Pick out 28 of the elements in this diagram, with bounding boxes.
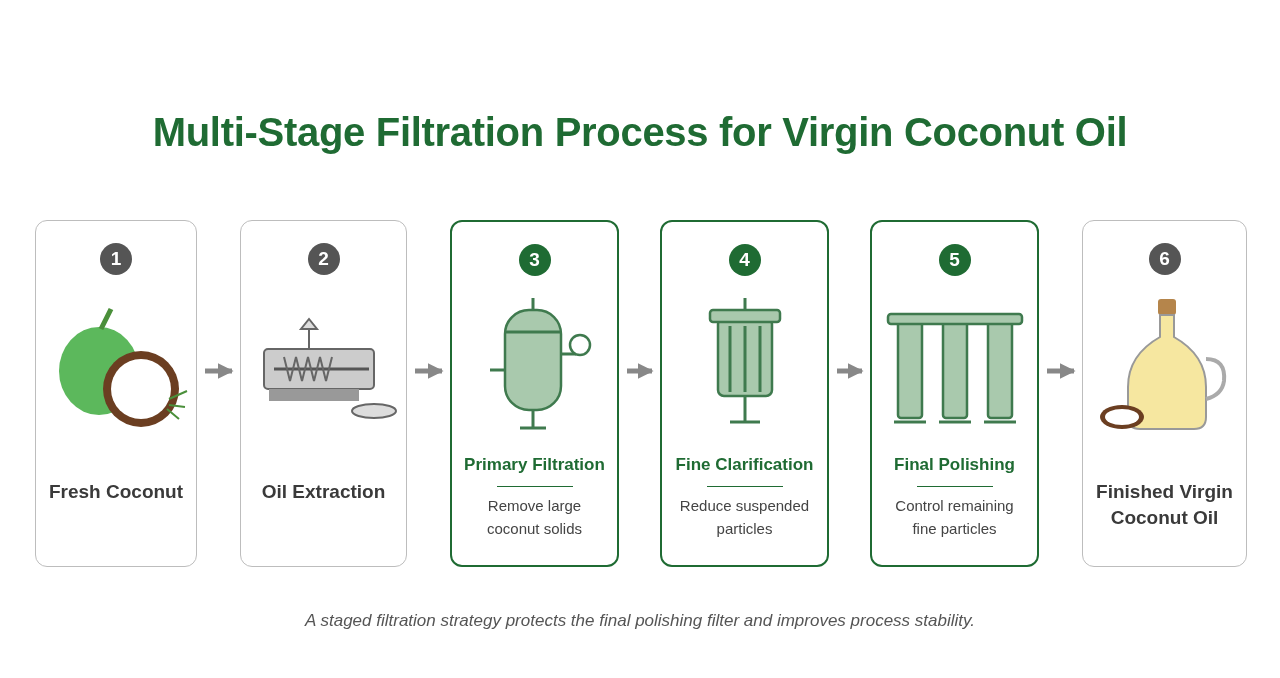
step-number: 5 [938,244,971,276]
arrow [1047,363,1076,379]
step-number: 6 [1148,243,1181,275]
step-card [450,220,619,567]
step-number: 4 [728,244,761,276]
arrow [627,363,654,379]
step-title: Final Polishing [893,454,1016,476]
step-card [240,220,407,567]
step-card [660,220,829,567]
step-description: Reduce suspended particles [678,496,811,539]
arrow [415,363,444,379]
step-title: Fine Clarification [674,454,815,476]
step-card [870,220,1039,567]
step-title: Oil Extraction [260,480,387,504]
step-description: Control remaining fine particles [894,496,1015,539]
step-title: Finished Virgin Coconut Oil [1095,480,1234,530]
caption: A staged filtration strategy protects the final polishing filter and improves process stability. [303,611,976,631]
step-title: Fresh Coconut [47,480,185,504]
arrow [205,363,234,379]
step-card [1082,220,1247,567]
diagram-title: Multi-Stage Filtration Process for Virgin Coconut Oil [151,110,1129,155]
step-number: 1 [100,243,132,275]
step-number: 2 [307,243,340,275]
step-number: 3 [518,244,551,276]
step-title: Primary Filtration [463,454,606,476]
step-card [35,220,197,567]
step-description: Remove large coconut solids [485,496,584,539]
arrow [837,363,864,379]
